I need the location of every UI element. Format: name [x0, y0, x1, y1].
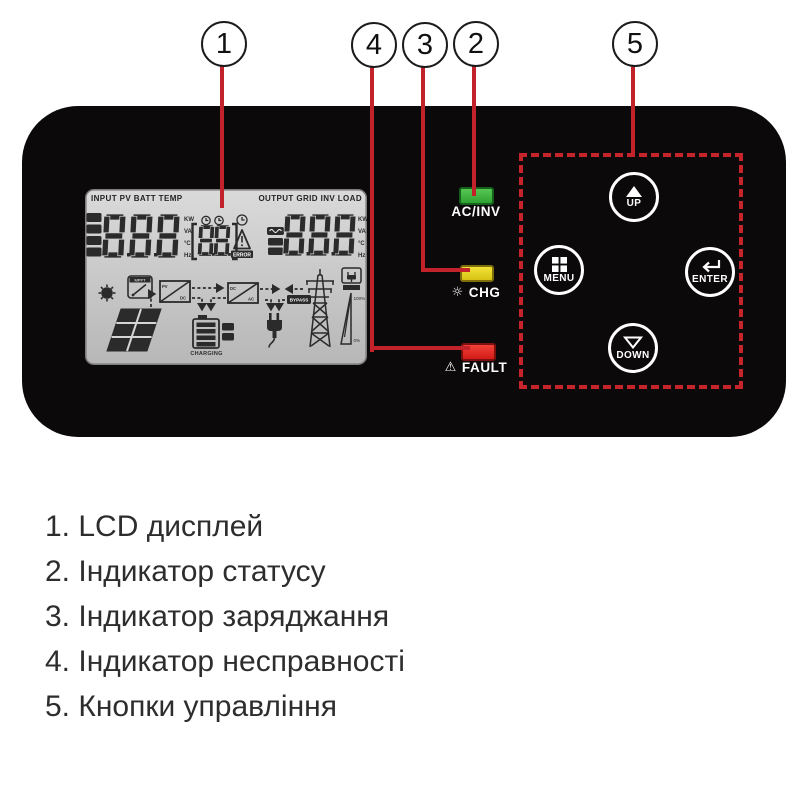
up-button[interactable]: UP	[609, 172, 659, 222]
enter-button-label: ENTER	[692, 274, 728, 285]
bypass-badge	[287, 295, 311, 304]
callout-line-4-v	[370, 62, 374, 352]
callout-line-3-h	[421, 268, 470, 272]
grid-tower-icon	[306, 269, 334, 348]
callout-line-4-h	[370, 346, 470, 350]
down-button[interactable]: DOWN	[608, 323, 658, 373]
charging-label: CHARGING	[190, 351, 222, 357]
svg-text:100%: 100%	[354, 296, 366, 301]
svg-text:0%: 0%	[354, 338, 361, 343]
svg-text:°C: °C	[358, 241, 365, 247]
load-level-icon: 100% 0%	[340, 292, 366, 345]
sun-charge-icon: ☼	[451, 285, 464, 300]
callout-3-number: 3	[416, 28, 434, 61]
up-arrow-icon	[626, 185, 642, 197]
svg-text:PV: PV	[162, 284, 168, 289]
pv-converter-icon: PV DC	[159, 280, 191, 303]
svg-text:VA: VA	[184, 229, 193, 235]
legend-item-4: 4. Індикатор несправності	[45, 645, 405, 678]
menu-button[interactable]: MENU	[534, 245, 584, 295]
callout-line-2	[472, 62, 476, 196]
svg-text:AC: AC	[248, 297, 254, 302]
lcd-mode-badges	[86, 213, 102, 257]
keypad-zone	[519, 153, 743, 389]
legend-item-2: 2. Індикатор статусу	[45, 555, 326, 588]
ac-inv-text: AC/INV	[451, 204, 501, 219]
svg-text:MPPT: MPPT	[134, 278, 146, 283]
legend-item-5: 5. Кнопки управління	[45, 690, 337, 723]
callout-4: 4	[351, 22, 397, 68]
chg-label: ☼ CHG	[421, 285, 531, 300]
down-arrow-icon	[623, 336, 643, 349]
legend-item-1: 1. LCD дисплей	[45, 510, 264, 543]
down-button-label: DOWN	[616, 349, 650, 361]
output-mode-icons	[267, 227, 284, 255]
up-button-label: UP	[626, 197, 642, 209]
ac-inv-label: AC/INV	[421, 204, 531, 219]
lcd-input-units: KW VA °C Hz	[184, 217, 194, 259]
svg-text:Hz: Hz	[358, 253, 365, 259]
enter-return-icon	[702, 260, 721, 273]
menu-grid-icon	[551, 256, 567, 272]
fault-label: ⚠ FAULT	[421, 360, 531, 375]
enter-button[interactable]: ENTER	[685, 247, 735, 297]
svg-text:°C: °C	[184, 241, 191, 247]
fault-text: FAULT	[461, 360, 508, 375]
legend: 1. LCD дисплей 2. Індикатор статусу 3. І…	[45, 504, 405, 729]
callout-2: 2	[453, 21, 499, 67]
lcd-header-output: OUTPUT GRID INV LOAD	[258, 194, 362, 203]
chg-text: CHG	[468, 285, 501, 300]
warning-triangle-icon: ⚠	[444, 360, 457, 375]
mppt-gauge-icon: MPPT	[127, 275, 153, 299]
lcd-output-units: KW VA °C Hz	[358, 217, 367, 259]
warning-icon	[233, 229, 251, 250]
svg-text:VA: VA	[358, 229, 367, 235]
lcd-input-value	[101, 213, 181, 259]
callout-line-5	[631, 62, 635, 155]
lcd-display: INPUT PV BATT TEMP OUTPUT GRID INV LOAD …	[85, 189, 367, 365]
battery-icon	[192, 315, 234, 349]
svg-text:Hz: Hz	[184, 253, 191, 259]
sun-icon	[98, 284, 116, 302]
callout-1: 1	[201, 21, 247, 67]
error-badge	[231, 250, 253, 258]
callout-line-3-v	[421, 62, 425, 272]
bypass-label: BYPASS	[290, 298, 309, 303]
legend-item-3: 3. Індикатор заряджання	[45, 600, 390, 633]
svg-text:DC: DC	[180, 296, 186, 301]
callout-4-number: 4	[365, 28, 383, 61]
svg-text:DC: DC	[230, 286, 236, 291]
callout-2-number: 2	[467, 27, 485, 60]
error-label: ERROR	[233, 252, 251, 258]
svg-text:KW: KW	[184, 217, 194, 223]
lcd-output-value	[282, 213, 357, 257]
ac-inv-led	[459, 187, 494, 205]
svg-text:KW: KW	[358, 217, 367, 223]
menu-button-label: MENU	[543, 272, 575, 284]
callout-3: 3	[402, 22, 448, 68]
callout-line-1	[220, 62, 224, 208]
callout-1-number: 1	[215, 27, 233, 60]
lcd-header-input: INPUT PV BATT TEMP	[91, 194, 183, 203]
energy-flow-arrows	[147, 282, 303, 312]
callout-5-number: 5	[626, 27, 644, 60]
inverter-icon: DC AC	[227, 282, 259, 304]
solar-panel-icon	[106, 308, 162, 352]
timer-icons	[201, 214, 248, 226]
plug-icon	[267, 313, 282, 348]
load-icon	[341, 267, 362, 290]
callout-5: 5	[612, 21, 658, 67]
